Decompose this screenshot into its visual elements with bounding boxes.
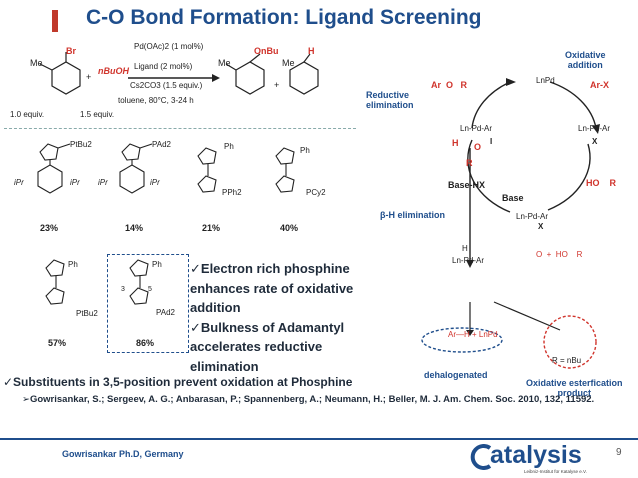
product-plus: + (274, 80, 280, 90)
ligand4-yield: 40% (280, 223, 299, 233)
base-hx-label: Base-HX (448, 180, 486, 190)
condition-ligand: Ligand (2 mol%) (134, 62, 193, 71)
ligand-row2-structures (45, 259, 149, 305)
equiv-alcohol: 1.5 equiv. (80, 110, 115, 119)
reactant-me: Me (30, 58, 43, 68)
citation: ➢Gowrisankar, S.; Sergeev, A. G.; Anbara… (22, 394, 595, 405)
best-ligand-highlight (107, 254, 189, 353)
reductive-elimination-label: Reductive elimination (366, 90, 414, 110)
page-number: 9 (616, 447, 622, 458)
section-divider (4, 128, 356, 130)
aldehyde-plus-alcohol: O + HO R (536, 250, 583, 259)
ligand6-pos3: 3 (121, 286, 125, 293)
condition-catalyst: Pd(OAc)2 (1 mol%) (134, 42, 204, 51)
complex-xi-label: X (538, 222, 544, 231)
product-me: Me (218, 58, 231, 68)
finding-line: accelerates reductive (190, 339, 323, 355)
reaction-scheme (39, 52, 319, 95)
lnpd-label: LnPd (536, 76, 555, 85)
ligand-row1-structures (37, 143, 295, 194)
ligand5-ph: Ph (68, 260, 78, 269)
footer-divider (0, 438, 638, 440)
ligand6-yield: 86% (136, 338, 155, 348)
complex-xi-ligand: Ln-Pd-Ar (516, 212, 549, 221)
ligand4-ph: Ph (300, 146, 310, 155)
ligand1-right: iPr (70, 178, 80, 187)
catalysis-logo-icon (470, 444, 492, 470)
ligand2-left: iPr (98, 178, 108, 187)
condition-base: Cs2CO3 (1.5 equiv.) (130, 81, 203, 90)
complex-x-label: X (592, 137, 598, 146)
ligand5-sub: PtBu2 (76, 309, 98, 318)
ligand1-sub: PtBu2 (70, 140, 92, 149)
ar-x-label: Ar-X (590, 80, 610, 90)
hydride-complex: Ln-Pd-Ar (452, 256, 485, 265)
reactant-br: Br (66, 46, 77, 56)
complex-x-ligand: Ln-Pd-Ar (578, 124, 611, 133)
ligand3-sub: PPh2 (222, 188, 242, 197)
dehalogenated-product: Ar—H + LnPd (448, 330, 498, 339)
findings-list: ✓Electron rich phosphine enhances rate o… (190, 259, 370, 377)
finding-line: ✓Electron rich phosphine (190, 261, 350, 276)
nucleophile: nBuOH (98, 66, 129, 76)
ligand3-yield: 21% (202, 223, 221, 233)
ho-r-label: HO R (586, 178, 617, 188)
ligand3-ph: Ph (224, 142, 234, 151)
condition-solvent: toluene, 80°C, 3-24 h (118, 96, 194, 105)
finding-line: enhances rate of oxidative (190, 280, 354, 296)
ligand1-left: iPr (14, 178, 24, 187)
product-onbu: OnBu (254, 46, 279, 56)
ligand6-pos5: 5 (148, 286, 152, 293)
ligand2-right: iPr (150, 178, 160, 187)
alkoxide-h: H (452, 138, 459, 148)
footer-author: Gowrisankar Ph.D, Germany (62, 449, 184, 459)
logo-text: atalysis (490, 441, 582, 469)
beta-h-elimination-label: β-H elimination (380, 210, 445, 220)
complex-i-ligand: Ln-Pd-Ar (460, 124, 493, 133)
ar-o-r-label: Ar O R (431, 80, 468, 90)
alkoxide-r: R (466, 158, 473, 168)
complex-i-label: I (490, 137, 493, 146)
dehalogenated-label: dehalogenated (424, 370, 488, 380)
product2-me: Me (282, 58, 295, 68)
ester-product-label: Oxidative esterfication product (526, 378, 623, 398)
ligand2-yield: 14% (125, 223, 144, 233)
hydride-h: H (462, 244, 468, 253)
ligand1-yield: 23% (40, 223, 59, 233)
finding-line: ✓Bulkness of Adamantyl (190, 319, 345, 335)
substituent-note: ✓Substituents in 3,5-position prevent ox… (3, 375, 353, 389)
logo-subtitle: Leibniz-Institut für Katalyse e.V. (524, 469, 587, 474)
ligand6-sub: PAd2 (156, 308, 175, 317)
oxidative-addition-label: Oxidative addition (565, 50, 606, 70)
ligand4-sub: PCy2 (306, 188, 326, 197)
ligand2-sub: PAd2 (152, 140, 171, 149)
slide-title: C-O Bond Formation: Ligand Screening (86, 6, 482, 29)
title-accent-bar (52, 10, 58, 32)
plus-sign: + (86, 72, 92, 82)
product2-h: H (308, 46, 315, 56)
equiv-aryl: 1.0 equiv. (10, 110, 45, 119)
catalytic-cycle-diagram (421, 78, 600, 369)
finding-line: elimination (190, 358, 259, 374)
base-label: Base (502, 193, 524, 203)
finding-line: addition (190, 300, 241, 316)
r-equals-nbu: R = nBu (552, 356, 582, 365)
ligand6-ph: Ph (152, 260, 162, 269)
alkoxide-o: O (474, 142, 482, 152)
ligand5-yield: 57% (48, 338, 67, 348)
